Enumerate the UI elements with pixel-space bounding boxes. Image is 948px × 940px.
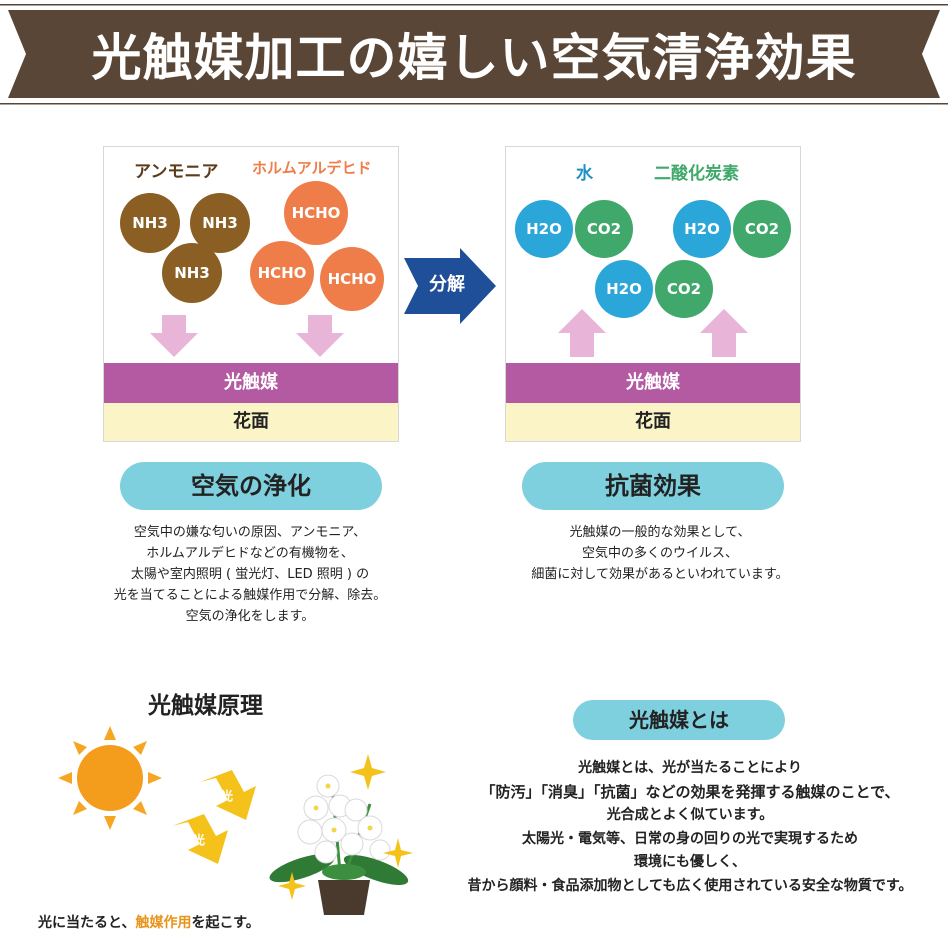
- label-formaldehyde: ホルムアルデヒド: [252, 159, 372, 177]
- description-line: 光合成とよく似ています。: [606, 807, 774, 823]
- nh3-molecule: NH3: [190, 193, 250, 253]
- svg-text:NH3: NH3: [174, 264, 210, 282]
- nh3-molecule: NH3: [120, 193, 180, 253]
- svg-text:HCHO: HCHO: [328, 270, 377, 288]
- svg-text:CO2: CO2: [587, 220, 621, 238]
- header-ribbon: [0, 4, 948, 105]
- air-purification-description: 空気中の嫌な匂いの原因、アンモニア、 ホルムアルデヒドなどの有機物を、 太陽や室…: [80, 522, 420, 627]
- down-arrow-icon: [296, 315, 344, 357]
- up-arrow-icon: [700, 309, 748, 357]
- svg-text:光: 光: [192, 832, 205, 847]
- svg-text:H2O: H2O: [606, 280, 642, 298]
- caption-accent: 触媒作用: [135, 915, 192, 931]
- hcho-molecule: HCHO: [320, 247, 384, 311]
- light-arrow-icon: 光: [172, 814, 228, 864]
- principle-title: 光触媒原理: [148, 692, 263, 719]
- panel-pollutants: NH3 NH3 NH3 HCHO HCHO HCHO アンモニア ホルムアルデヒ…: [103, 146, 399, 442]
- light-arrow-icon: 光: [200, 770, 256, 820]
- svg-text:H2O: H2O: [684, 220, 720, 238]
- page-title: 光触媒加工の嬉しい空気清浄効果: [91, 29, 857, 87]
- principle-caption: 光に当たると、触媒作用を起こす。: [38, 912, 260, 932]
- panel-decomposed: H2O CO2 H2O CO2 H2O CO2 水 二酸化炭素 光触媒 花面: [505, 146, 801, 442]
- svg-text:CO2: CO2: [745, 220, 779, 238]
- description-line: 昔から顔料・食品添加物としても広く使用されている安全な物質です。: [467, 877, 913, 894]
- description-line: ホルムアルデヒドなどの有機物を、: [146, 546, 354, 561]
- co2-molecule: CO2: [655, 260, 713, 318]
- label-carbon-dioxide: 二酸化炭素: [654, 164, 739, 184]
- description-line: 細菌に対して効果があるといわれています。: [531, 567, 789, 582]
- h2o-molecule: H2O: [673, 200, 731, 258]
- co2-molecule: CO2: [733, 200, 791, 258]
- product-diagram: H2O CO2 H2O CO2 H2O CO2: [515, 200, 791, 357]
- decompose-arrow-icon: [404, 248, 496, 324]
- nh3-molecule: NH3: [162, 243, 222, 303]
- description-line: 環境にも優しく、: [634, 854, 746, 870]
- description-line: 光を当てることによる触媒作用で分解、除去。: [113, 588, 387, 603]
- antibacterial-title: 抗菌効果: [522, 462, 784, 510]
- description-line: 光触媒の一般的な効果として、: [569, 525, 751, 540]
- sun-icon: [58, 726, 162, 830]
- air-purification-title: 空気の浄化: [120, 462, 382, 510]
- layer-photocatalyst: 光触媒: [104, 363, 398, 403]
- up-arrow-icon: [558, 309, 606, 357]
- sparkle-icon: [383, 838, 413, 868]
- svg-text:H2O: H2O: [526, 220, 562, 238]
- header-banner: 光触媒加工の嬉しい空気清浄効果: [0, 0, 948, 110]
- label-water: 水: [576, 164, 593, 184]
- down-arrow-icon: [150, 315, 198, 357]
- caption-text: 光に当たると、: [38, 915, 136, 931]
- svg-text:CO2: CO2: [667, 280, 701, 298]
- description-line: 太陽光・電気等、日常の身の回りの光で実現するため: [522, 830, 858, 847]
- description-line: 空気中の嫌な匂いの原因、アンモニア、: [133, 525, 367, 540]
- svg-text:HCHO: HCHO: [292, 204, 341, 222]
- what-is-description: 光触媒とは、光が当たることにより 「防汚」「消臭」「抗菌」などの効果を発揮する触…: [430, 757, 948, 898]
- decompose-label: 分解: [429, 274, 465, 295]
- pollutant-diagram: NH3 NH3 NH3 HCHO HCHO HCHO: [120, 181, 384, 357]
- description-line: 光触媒とは、光が当たることにより: [578, 760, 802, 776]
- description-line: 空気の浄化をします。: [185, 609, 315, 624]
- svg-text:NH3: NH3: [202, 214, 238, 232]
- layer-photocatalyst: 光触媒: [506, 363, 800, 403]
- description-line: 空気中の多くのウイルス、: [581, 546, 738, 561]
- what-is-title: 光触媒とは: [573, 700, 785, 740]
- principle-illustration: 光 光: [58, 726, 413, 915]
- hcho-molecule: HCHO: [284, 181, 348, 245]
- svg-text:光: 光: [220, 788, 233, 803]
- caption-text: を起こす。: [191, 915, 260, 931]
- h2o-molecule: H2O: [515, 200, 573, 258]
- co2-molecule: CO2: [575, 200, 633, 258]
- layer-flower-surface: 花面: [506, 403, 800, 441]
- antibacterial-description: 光触媒の一般的な効果として、 空気中の多くのウイルス、 細菌に対して効果があると…: [490, 522, 830, 585]
- h2o-molecule: H2O: [595, 260, 653, 318]
- svg-text:HCHO: HCHO: [258, 264, 307, 282]
- layer-flower-surface: 花面: [104, 403, 398, 441]
- description-line: 「防汚」「消臭」「抗菌」などの効果を発揮する触媒のことで、: [480, 782, 900, 801]
- description-line: 太陽や室内照明 ( 蛍光灯、LED 照明 ) の: [130, 567, 370, 582]
- sparkle-icon: [278, 872, 306, 900]
- sparkle-icon: [350, 754, 386, 790]
- orchid-plant-icon: [269, 774, 409, 915]
- label-ammonia: アンモニア: [134, 162, 219, 182]
- hcho-molecule: HCHO: [250, 241, 314, 305]
- svg-text:NH3: NH3: [132, 214, 168, 232]
